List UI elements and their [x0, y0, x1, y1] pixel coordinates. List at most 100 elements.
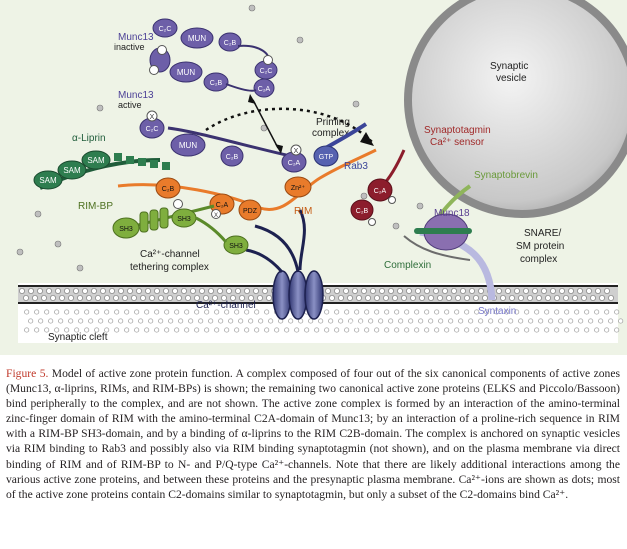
munc18-label: Munc18 — [434, 208, 470, 219]
lipid-dot — [387, 287, 394, 294]
synaptobrevin-label: Synaptobrevin — [474, 170, 538, 181]
lipid-dot — [234, 287, 241, 294]
cleft-dot — [88, 318, 94, 324]
lipid-dot — [91, 287, 98, 294]
cleft-dot — [504, 309, 510, 315]
cleft-dot — [558, 318, 564, 324]
cleft-dot — [234, 309, 240, 315]
lipid-dot — [355, 294, 362, 301]
munc13-inactive-label-2: inactive — [114, 42, 145, 52]
rim-x-label: X — [214, 213, 218, 219]
cleft-dot — [284, 327, 290, 333]
munc13-inactive-c2b-label: C₂B — [224, 40, 237, 47]
cleft-dot — [338, 318, 344, 324]
cleft-dot — [254, 309, 260, 315]
cleft-dot — [514, 327, 520, 333]
munc13-inactive-mun2-label: MUN — [177, 68, 195, 77]
lipid-dot — [216, 287, 223, 294]
lipid-dot — [364, 294, 371, 301]
munc13-active-label-2: active — [118, 100, 142, 110]
cleft-dot — [344, 309, 350, 315]
cleft-dot — [364, 327, 370, 333]
cleft-dot — [454, 327, 460, 333]
lipid-dot — [22, 294, 29, 301]
cleft-dot — [134, 309, 140, 315]
munc13-inactive-c2a-label: C₂A — [258, 86, 271, 93]
cleft-dot — [428, 318, 434, 324]
cleft-dot — [584, 327, 590, 333]
lipid-dot — [418, 294, 425, 301]
munc13-active-c2c-label: C₂C — [146, 126, 159, 133]
cleft-dot — [394, 309, 400, 315]
cleft-dot — [44, 309, 50, 315]
cleft-dot — [354, 309, 360, 315]
cleft-dot — [104, 327, 110, 333]
cleft-dot — [124, 327, 130, 333]
cleft-dot — [378, 318, 384, 324]
lipid-dot — [454, 294, 461, 301]
synaptic-vesicle-label-1: Synaptic — [490, 61, 528, 72]
ca-channel-label: Ca²⁺-channel — [196, 300, 256, 311]
cleft-dot — [274, 327, 280, 333]
snare-label-2: SM protein — [516, 241, 564, 252]
rim-bp: SH3 SH3 SH3 — [112, 204, 249, 255]
lipid-dot — [77, 294, 84, 301]
cleft-dot — [368, 318, 374, 324]
lipid-dot — [113, 294, 120, 301]
cleft-dot — [134, 327, 140, 333]
cleft-dot — [268, 318, 274, 324]
lipid-dot — [207, 287, 214, 294]
calcium-ion-dots — [16, 4, 424, 272]
cleft-dot — [264, 327, 270, 333]
rim-label: RIM — [294, 206, 312, 217]
lipid-dot — [95, 294, 102, 301]
lipid-dot — [541, 287, 548, 294]
cleft-dot — [418, 318, 424, 324]
cleft-dot — [584, 309, 590, 315]
cleft-dot — [184, 309, 190, 315]
cleft-dot — [204, 309, 210, 315]
synaptic-vesicle — [404, 0, 627, 218]
lipid-dot — [554, 294, 561, 301]
calcium-ion-dot — [296, 36, 304, 44]
lipid-dot — [504, 287, 511, 294]
rim-zn-label: Zn²⁺ — [291, 185, 306, 192]
lipid-dot — [518, 294, 525, 301]
cleft-dot — [24, 327, 30, 333]
snare-complex — [403, 184, 496, 301]
cleft-dot — [364, 309, 370, 315]
rimbp-sh3-c-label: SH3 — [229, 243, 243, 250]
cleft-dot — [244, 309, 250, 315]
caption-text: Model of active zone protein function. A… — [6, 367, 620, 501]
lipid-dot — [499, 294, 506, 301]
ca-channel-tethering-label-2: tethering complex — [130, 262, 209, 273]
cleft-dot — [104, 309, 110, 315]
cleft-dot — [74, 327, 80, 333]
cleft-dot — [38, 318, 44, 324]
lipid-dot — [463, 294, 470, 301]
lipid-dot — [86, 294, 93, 301]
cleft-dot — [614, 309, 620, 315]
lipid-dot — [118, 287, 125, 294]
cleft-dot — [168, 318, 174, 324]
lipid-dot — [550, 287, 557, 294]
cleft-dot — [188, 318, 194, 324]
lipid-dot — [225, 287, 232, 294]
synaptic-cleft-label: Synaptic cleft — [48, 332, 108, 343]
munc13-active-mun-label: MUN — [179, 141, 197, 150]
lipid-dot — [432, 287, 439, 294]
cleft-dot — [454, 309, 460, 315]
cleft-dot — [224, 327, 230, 333]
lipid-dot — [459, 287, 466, 294]
cleft-dot — [114, 309, 120, 315]
lipid-dot — [261, 287, 268, 294]
lipid-dot — [373, 294, 380, 301]
calcium-ion-dot — [392, 222, 400, 230]
lipid-dot — [144, 287, 151, 294]
cleft-dot — [328, 318, 334, 324]
cleft-dot — [68, 318, 74, 324]
lipid-dot — [391, 294, 398, 301]
lipid-dot — [139, 294, 146, 301]
cleft-dot — [408, 318, 414, 324]
ca-channel — [245, 224, 324, 320]
